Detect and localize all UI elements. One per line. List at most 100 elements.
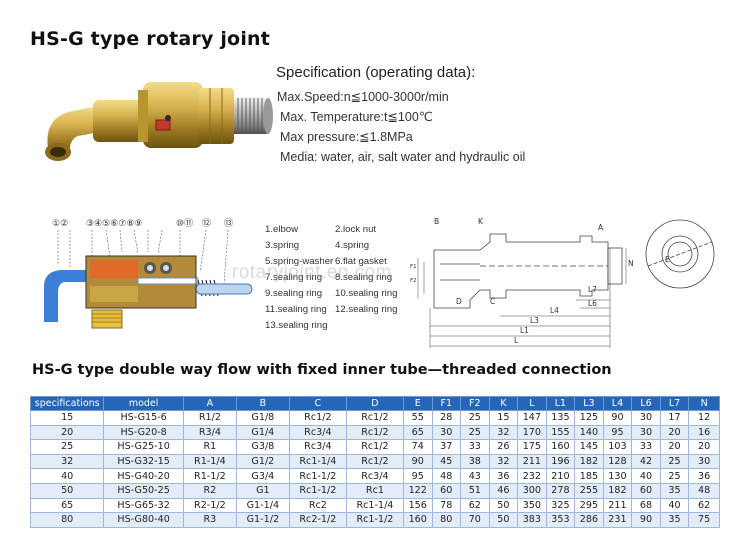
table-cell: 300	[517, 482, 547, 499]
table-cell: 25	[460, 424, 490, 441]
table-cell: 210	[545, 468, 576, 484]
table-cell: 45	[431, 453, 462, 470]
table-cell: 65	[29, 497, 105, 514]
specification-block: Specification (operating data): Max.Spee…	[276, 64, 525, 167]
table-cell: 170	[517, 424, 547, 441]
table-cell: 125	[574, 410, 604, 426]
table-cell: HS-G32-15	[103, 453, 184, 470]
table-subtitle: HS-G type double way flow with fixed inn…	[32, 362, 612, 378]
table-cell: 48	[688, 482, 720, 499]
table-cell: 36	[488, 468, 519, 484]
parts-row: 9.sealing ring 10.sealing ring	[265, 286, 415, 302]
table-cell: 95	[602, 424, 633, 441]
table-cell: 122	[402, 482, 433, 499]
part-5: 5.spring-washer	[265, 256, 334, 267]
table-cell: 255	[574, 482, 604, 499]
table-cell: Rc1/2	[345, 424, 404, 441]
table-cell: HS-G20-8	[103, 424, 184, 441]
table-cell: 74	[402, 439, 433, 455]
table-cell: 140	[574, 424, 604, 441]
table-cell: Rc1/2	[345, 410, 404, 426]
table-cell: Rc1-1/2	[345, 512, 404, 528]
table-cell: 32	[29, 453, 105, 470]
table-cell: 32	[488, 453, 519, 470]
table-cell: G1-1/2	[235, 512, 290, 528]
parts-row: 1.elbow 2.lock nut	[265, 222, 415, 238]
dim-label-l3: L3	[530, 316, 539, 325]
table-cell: 211	[602, 497, 633, 514]
dim-label-l7: L7	[588, 285, 597, 294]
table-cell: 20	[688, 439, 720, 455]
table-cell: Rc1/2	[345, 453, 404, 470]
table-cell: 278	[545, 482, 576, 499]
page-title: HS-G type rotary joint	[30, 28, 271, 50]
table-cell: 95	[402, 468, 433, 484]
table-cell: 28	[431, 410, 462, 426]
dim-label-k: K	[478, 217, 484, 226]
table-cell: 51	[460, 482, 490, 499]
table-cell: 130	[602, 468, 633, 484]
table-cell: Rc3/4	[288, 424, 347, 441]
column-header: L3	[574, 396, 604, 411]
table-cell: R1-1/2	[182, 468, 237, 484]
table-cell: 25	[659, 453, 690, 470]
part-7: 7.sealing ring	[265, 272, 323, 283]
table-cell: 160	[402, 512, 433, 528]
part-4: 4.spring	[335, 240, 370, 251]
table-cell: Rc2-1/2	[288, 512, 347, 528]
table-cell: R1/2	[182, 410, 237, 426]
table-cell: G1/4	[235, 424, 290, 441]
table-cell: 182	[574, 453, 604, 470]
table-cell: 350	[517, 497, 547, 514]
table-cell: Rc1/2	[288, 410, 347, 426]
table-cell: Rc2	[288, 497, 347, 514]
table-cell: G1	[235, 482, 290, 499]
table-cell: 33	[631, 439, 661, 455]
table-cell: Rc1-1/4	[288, 453, 347, 470]
part-2: 2.lock nut	[335, 224, 377, 235]
table-cell: 36	[688, 468, 720, 484]
dim-label-b: B	[434, 217, 439, 226]
table-cell: 50	[488, 497, 519, 514]
part-9: 9.sealing ring	[265, 288, 323, 299]
part-10: 10.sealing ring	[335, 288, 398, 299]
table-cell: 286	[574, 512, 604, 528]
spec-media: Media: water, air, salt water and hydrau…	[280, 150, 526, 164]
table-cell: 12	[688, 410, 720, 426]
column-header: E	[402, 396, 433, 411]
table-cell: G1-1/4	[235, 497, 290, 514]
dim-label-l4: L4	[550, 306, 559, 315]
column-header: K	[488, 396, 519, 411]
table-cell: 20	[29, 424, 105, 441]
table-cell: 62	[460, 497, 490, 514]
dim-label-n: N	[628, 259, 634, 268]
table-cell: HS-G15-6	[103, 410, 184, 426]
table-cell: 175	[517, 439, 547, 455]
column-header: L4	[602, 396, 633, 411]
column-header: F1	[431, 396, 462, 411]
table-cell: 295	[574, 497, 604, 514]
table-cell: 33	[460, 439, 490, 455]
table-cell: 211	[517, 453, 547, 470]
table-cell: 16	[688, 424, 720, 441]
table-cell: G3/8	[235, 439, 290, 455]
spec-heading: Specification (operating data):	[276, 64, 476, 81]
table-cell: 156	[402, 497, 433, 514]
spec-speed: Max.Speed:n≦1000-3000r/min	[277, 90, 449, 104]
part-1: 1.elbow	[265, 224, 299, 235]
table-cell: 90	[631, 512, 661, 528]
callout-1-2: ①②	[52, 219, 68, 229]
table-cell: 30	[431, 424, 462, 441]
table-cell: R2-1/2	[182, 497, 237, 514]
table-cell: HS-G40-20	[103, 468, 184, 484]
table-cell: 30	[631, 410, 661, 426]
callout-13: ⑬	[224, 218, 233, 229]
table-cell: 103	[602, 439, 633, 455]
